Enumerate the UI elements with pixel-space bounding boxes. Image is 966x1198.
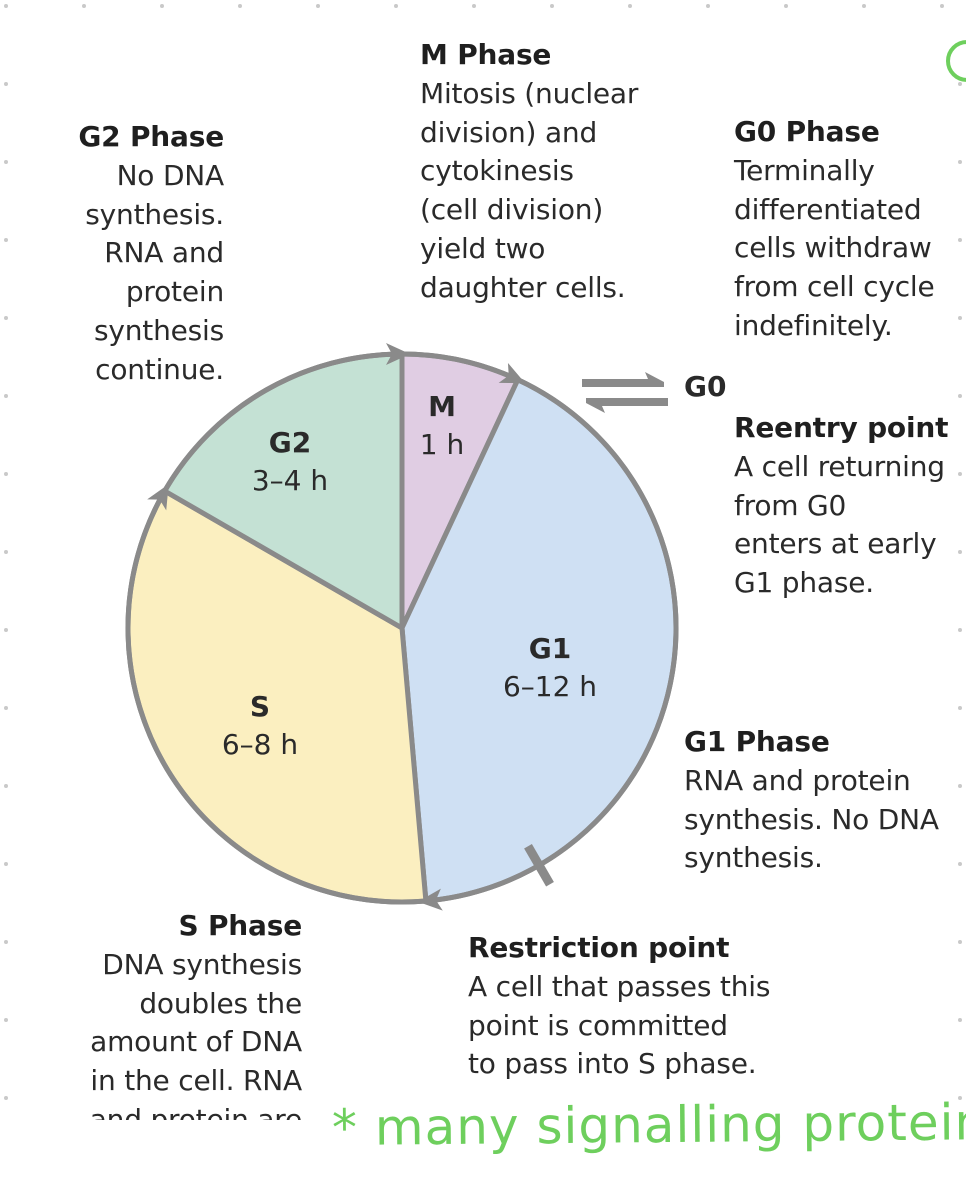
segment-duration-g1: 6–12 h [502,670,598,703]
reentry-point-body: A cell returning from G0 enters at early… [734,449,945,600]
segment-label-m: M 1 h [402,388,482,464]
restriction-point-description: Restriction point A cell that passes thi… [468,929,828,1084]
m-phase-body: Mitosis (nuclear division) and cytokines… [420,76,639,304]
g1-phase-title: G1 Phase [684,725,830,758]
handwritten-note: * many signalling proteins [331,1093,966,1157]
cycle-arrowheads [147,343,526,911]
g0-exchange-arrows [582,372,668,413]
restriction-point-body: A cell that passes this point is committ… [468,969,771,1081]
segment-name-s: S [249,690,271,723]
g0-phase-body: Terminally differentiated cells withdraw… [734,153,935,342]
restriction-point-title: Restriction point [468,931,730,964]
page-crop-edge [0,1120,966,1198]
segment-name-m: M [428,390,456,423]
g0-phase-title: G0 Phase [734,115,880,148]
m-phase-title: M Phase [420,38,552,71]
segment-label-s: S 6–8 h [200,688,320,764]
segment-label-g1: G1 6–12 h [480,630,620,706]
segment-label-g2: G2 3–4 h [230,424,350,500]
g2-phase-title: G2 Phase [78,120,224,153]
reentry-point-description: Reentry point A cell returning from G0 e… [734,409,966,603]
g0-phase-description: G0 Phase Terminally differentiated cells… [734,113,966,346]
reentry-point-title: Reentry point [734,411,949,444]
segment-duration-g2: 3–4 h [251,464,329,497]
restriction-point-marker [524,843,554,887]
g1-phase-body: RNA and protein synthesis. No DNA synthe… [684,763,939,875]
m-phase-description: M Phase Mitosis (nuclear division) and c… [420,36,700,308]
s-phase-title: S Phase [178,909,302,942]
segment-name-g1: G1 [528,632,572,665]
g2-phase-body: No DNA synthesis. RNA and protein synthe… [85,158,224,386]
g0-state-label: G0 [684,370,727,403]
segment-name-g2: G2 [268,426,312,459]
g2-phase-description: G2 Phase No DNA synthesis. RNA and prote… [40,118,224,390]
g1-phase-description: G1 Phase RNA and protein synthesis. No D… [684,723,966,878]
segment-duration-m: 1 h [419,428,465,461]
segment-duration-s: 6–8 h [221,728,299,761]
